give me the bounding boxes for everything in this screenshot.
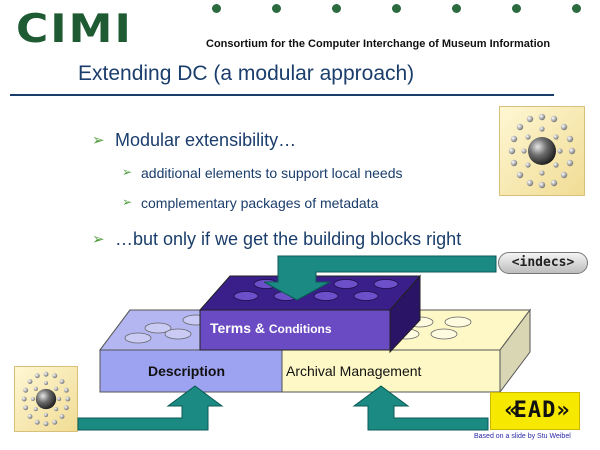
slide-credit: Based on a slide by Stu Weibel bbox=[474, 433, 571, 440]
archival-management-label: Archival Management bbox=[286, 363, 422, 379]
molecule-picture-top bbox=[499, 106, 585, 196]
ead-logo-text: EAD bbox=[513, 398, 557, 423]
dot-decoration bbox=[272, 4, 281, 13]
consortium-name: Consortium for the Computer Interchange … bbox=[206, 38, 551, 50]
dot-decoration bbox=[452, 4, 461, 13]
bullet-sub-1: additional elements to support local nee… bbox=[141, 165, 403, 181]
ead-left-bracket-icon: « bbox=[504, 398, 517, 423]
ead-logo: «EAD» bbox=[490, 392, 580, 430]
slide-title: Extending DC (a modular approach) bbox=[78, 62, 415, 85]
archival-block-front bbox=[281, 349, 501, 393]
dot-decoration bbox=[212, 4, 221, 13]
bullet-main-1: Modular extensibility… bbox=[115, 130, 297, 150]
bullet-arrow-icon: ➢ bbox=[122, 195, 133, 209]
cimi-logo: CIMI bbox=[16, 6, 133, 52]
description-block-front bbox=[99, 349, 283, 393]
conditions-label-part: Conditions bbox=[268, 322, 332, 336]
terms-block-front bbox=[199, 309, 391, 351]
up-arrow-icon bbox=[352, 385, 489, 431]
dot-decoration bbox=[392, 4, 401, 13]
bullet-arrow-icon: ➢ bbox=[122, 165, 133, 179]
down-arrow-icon bbox=[263, 255, 497, 301]
terms-conditions-label: Terms & Conditions bbox=[210, 320, 332, 336]
dot-decoration bbox=[572, 4, 581, 13]
ead-right-bracket-icon: » bbox=[556, 398, 569, 423]
bullet-arrow-icon: ➢ bbox=[92, 131, 105, 149]
title-underline bbox=[10, 94, 554, 96]
bullet-main-2: …but only if we get the building blocks … bbox=[115, 229, 462, 249]
dot-decoration bbox=[512, 4, 521, 13]
molecule-picture-bottom bbox=[14, 366, 78, 432]
dot-decoration bbox=[332, 4, 341, 13]
molecule-icon bbox=[21, 371, 71, 427]
molecule-icon bbox=[508, 113, 576, 189]
description-label: Description bbox=[148, 363, 226, 379]
bullet-arrow-icon: ➢ bbox=[92, 230, 105, 248]
indecs-logo: <indecs> bbox=[498, 252, 588, 274]
bullet-sub-2: complementary packages of metadata bbox=[141, 195, 379, 211]
up-arrow-icon bbox=[77, 385, 224, 431]
terms-label-part: Terms & bbox=[210, 320, 269, 336]
